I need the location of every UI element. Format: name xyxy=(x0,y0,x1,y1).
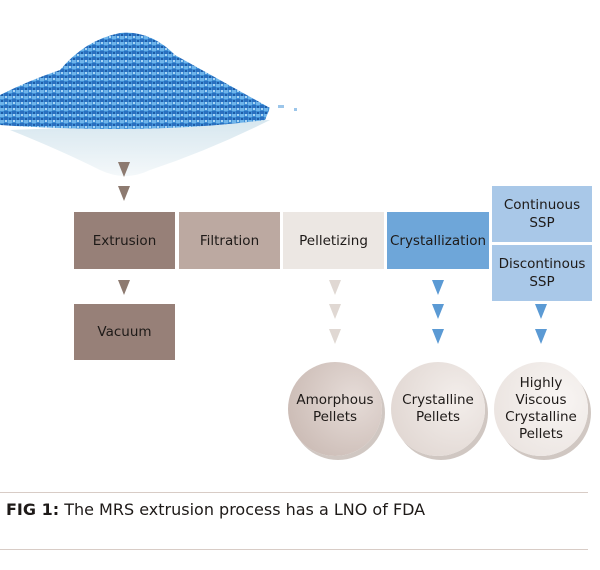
caption-top-divider xyxy=(0,492,588,493)
product-highly-viscous-crystalline-pellets: Highly Viscous Crystalline Pellets xyxy=(494,362,588,456)
product-label: Pellets xyxy=(415,409,461,425)
step-label: Filtration xyxy=(199,232,260,249)
caption-bottom-divider xyxy=(0,549,588,550)
product-label: Crystalline xyxy=(402,392,474,408)
step-crystallization: Crystallization xyxy=(387,212,489,269)
flow-arrow-icon xyxy=(329,280,341,295)
step-label: Extrusion xyxy=(92,232,157,249)
product-label: Highly xyxy=(519,375,563,391)
step-label: SSP xyxy=(529,215,555,231)
product-label: Pellets xyxy=(312,409,358,425)
step-extrusion: Extrusion xyxy=(74,212,175,269)
product-label: Amorphous xyxy=(296,392,374,408)
flow-arrow-icon xyxy=(432,280,444,295)
step-pelletizing: Pelletizing xyxy=(283,212,384,269)
step-vacuum: Vacuum xyxy=(74,304,175,360)
step-label: Continuous xyxy=(503,197,581,213)
flow-arrow-icon xyxy=(535,329,547,344)
step-continuous-ssp: Continuous SSP xyxy=(492,186,592,242)
step-label: Crystallization xyxy=(389,232,487,249)
step-label: Discontinous xyxy=(498,256,586,272)
flow-arrow-icon xyxy=(329,329,341,344)
pellet-pile-image xyxy=(0,32,297,176)
product-label: Viscous xyxy=(515,392,567,408)
caption-text: The MRS extrusion process has a LNO of F… xyxy=(59,500,426,519)
product-label: Pellets xyxy=(518,426,564,442)
flow-arrow-icon xyxy=(432,304,444,319)
step-label: Pelletizing xyxy=(299,232,368,249)
flow-arrow-icon xyxy=(118,162,130,177)
flow-arrow-icon xyxy=(535,304,547,319)
figure-caption: FIG 1: The MRS extrusion process has a L… xyxy=(6,500,425,519)
flow-arrow-icon xyxy=(118,186,130,201)
product-crystalline-pellets: Crystalline Pellets xyxy=(391,362,485,456)
step-label: SSP xyxy=(529,274,555,290)
flow-arrow-icon xyxy=(432,329,444,344)
step-discontinuous-ssp: Discontinous SSP xyxy=(492,245,592,301)
flow-arrow-icon xyxy=(118,280,130,295)
product-amorphous-pellets: Amorphous Pellets xyxy=(288,362,382,456)
caption-label: FIG 1: xyxy=(6,500,60,519)
step-label: Vacuum xyxy=(97,324,152,340)
product-label: Crystalline xyxy=(505,409,577,425)
flow-arrow-icon xyxy=(329,304,341,319)
step-filtration: Filtration xyxy=(179,212,280,269)
